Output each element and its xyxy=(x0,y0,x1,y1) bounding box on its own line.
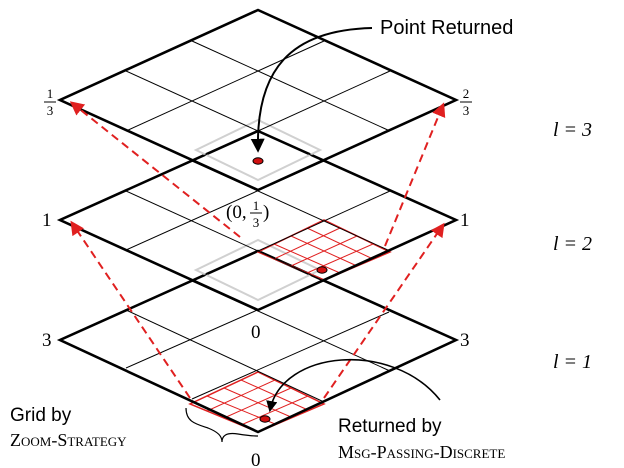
level-1-l-label: l = 1 xyxy=(553,351,592,373)
level-3-ghost-square xyxy=(193,118,323,182)
point-returned-label: Point Returned xyxy=(380,17,513,39)
svg-text:3: 3 xyxy=(463,103,470,118)
level-3-returned-point xyxy=(252,157,264,165)
zoom-strategy-label: Zoom-Strategy xyxy=(10,430,127,450)
grid-by-label: Grid by xyxy=(10,405,72,426)
msg-passing-discrete-label: Msg-Passing-Discrete xyxy=(338,442,505,462)
level-2-right-label: 1 xyxy=(460,210,470,231)
svg-text:1: 1 xyxy=(47,86,54,101)
arrow-l1-to-l2-left xyxy=(70,220,191,399)
grid-by-brace xyxy=(185,407,259,443)
level-1-left-label: 3 xyxy=(42,330,52,351)
level-1-returned-point xyxy=(259,415,271,423)
point-returned-arrow xyxy=(250,27,373,153)
returned-by-label: Returned by xyxy=(338,416,442,437)
level-2-left-label: 1 xyxy=(42,210,52,231)
svg-text:(0,: (0, xyxy=(226,202,247,223)
level-3-l-label: l = 3 xyxy=(553,119,592,141)
level-2-ghost-square xyxy=(193,238,323,302)
svg-text:1: 1 xyxy=(253,198,260,213)
level-3-plane xyxy=(56,8,460,192)
arrow-l1-to-l2-right xyxy=(323,222,445,399)
svg-text:3: 3 xyxy=(253,215,260,230)
svg-text:2: 2 xyxy=(463,86,470,101)
svg-text:3: 3 xyxy=(47,103,54,118)
level-1-red-subgrid xyxy=(188,371,326,433)
level-3-grid-lines xyxy=(125,40,391,162)
level-1-bottom-label: 0 xyxy=(251,450,261,468)
level-2-bottom-label: 0 xyxy=(251,322,261,343)
level-1-right-label: 3 xyxy=(460,330,470,351)
level-3-border xyxy=(56,8,460,192)
level-2-l-label: l = 2 xyxy=(553,233,592,255)
red-dashed-arrows xyxy=(69,101,446,399)
coordinate-label: (0, 1 3 ) xyxy=(226,198,269,230)
level-3-left-fraction: 1 3 xyxy=(44,86,56,118)
arrow-l2-to-l3-right xyxy=(384,102,446,247)
level-3-right-fraction: 2 3 xyxy=(460,86,472,118)
svg-text:): ) xyxy=(263,202,269,223)
returned-by-arrow xyxy=(266,358,441,413)
arrow-l2-to-l3-left xyxy=(69,101,241,238)
level-2-point xyxy=(316,266,328,274)
